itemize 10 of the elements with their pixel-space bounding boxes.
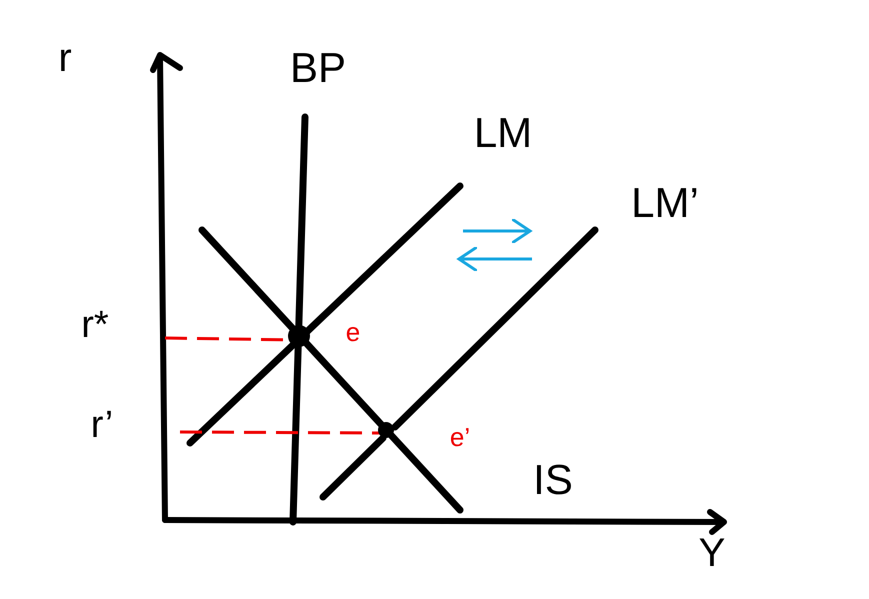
axis-label: r (58, 38, 72, 78)
axis-value-label: r’ (90, 406, 114, 444)
curve-label: IS (533, 459, 573, 501)
curve-label: LM (474, 112, 532, 154)
equilibrium-label: e (346, 319, 360, 345)
axis-label: Y (698, 533, 726, 573)
axis-value-label: r* (81, 306, 109, 344)
equilibrium-label: e’ (450, 424, 470, 450)
curve-label: BP (290, 47, 346, 89)
curve-label: LM’ (631, 182, 699, 224)
